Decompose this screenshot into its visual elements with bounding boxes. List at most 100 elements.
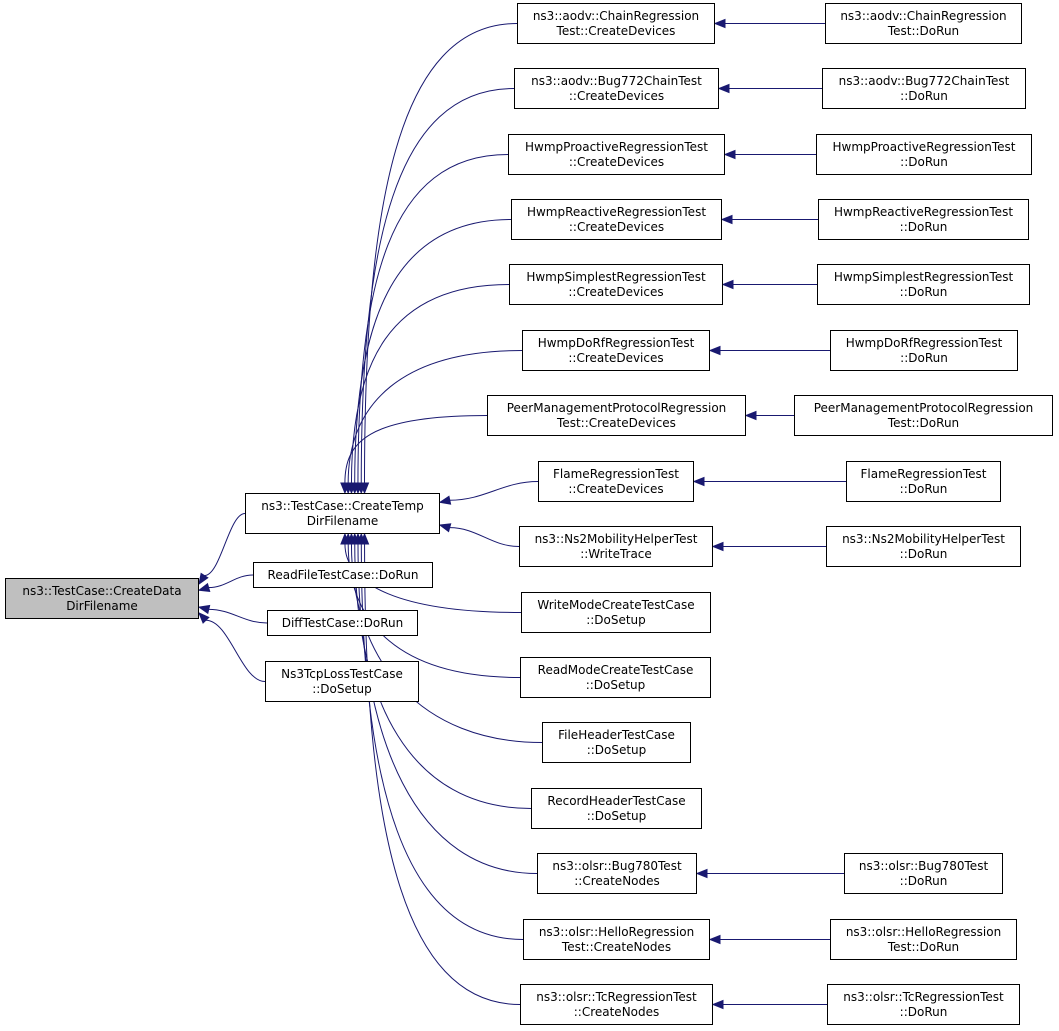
node-readfile-testcase-dorun[interactable]: ReadFileTestCase::DoRun <box>253 562 433 588</box>
node-hwmp-proactive-create-devices[interactable]: HwmpProactiveRegressionTest ::CreateDevi… <box>508 134 725 175</box>
node-label-line: HwmpSimplestRegressionTest <box>833 269 1014 284</box>
node-label-line: ReadModeCreateTestCase <box>537 662 694 677</box>
node-peer-management-dorun[interactable]: PeerManagementProtocolRegression Test::D… <box>794 395 1053 436</box>
edge-hwmp_reactive_cd-to-create_temp_dir <box>354 219 512 484</box>
node-label-line: Test::DoRun <box>887 415 960 430</box>
node-label-line: ::DoRun <box>899 1004 948 1019</box>
node-label-line: ns3::Ns2MobilityHelperTest <box>534 531 698 546</box>
arrowhead-aodv_bug772_run-to-aodv_bug772_cd <box>717 83 730 94</box>
node-aodv-bug772-dorun[interactable]: ns3::aodv::Bug772ChainTest ::DoRun <box>822 68 1026 109</box>
node-label-line: HwmpDoRfRegressionTest <box>845 335 1003 350</box>
node-label-line: ::DoRun <box>900 154 948 169</box>
node-writemode-create-dosetup[interactable]: WriteModeCreateTestCase ::DoSetup <box>521 592 711 633</box>
node-label-line: ns3::olsr::HelloRegression <box>845 924 1002 939</box>
edge-ns2mob_wt-to-create_temp_dir <box>449 527 520 547</box>
edge-diff_dorun-to-create_data_dir <box>208 608 268 624</box>
node-aodv-chain-regression-create-devices[interactable]: ns3::aodv::ChainRegression Test::CreateD… <box>517 3 715 44</box>
arrowhead-readfile_dorun-to-create_data_dir <box>197 582 211 592</box>
node-ns3-tcp-loss-testcase-dosetup[interactable]: Ns3TcpLossTestCase ::DoSetup <box>265 661 419 702</box>
node-label-line: ns3::olsr::TcRegressionTest <box>843 989 1004 1004</box>
arrowhead-peer_mgmt_cd-to-create_temp_dir <box>340 482 350 495</box>
arrowhead-create_temp_dir-to-create_data_dir <box>198 572 209 586</box>
node-aodv-bug772-create-devices[interactable]: ns3::aodv::Bug772ChainTest ::CreateDevic… <box>514 68 719 109</box>
node-label-line: ::WriteTrace <box>580 546 652 561</box>
node-label-line: ::DoSetup <box>312 681 372 696</box>
node-label-line: ::DoSetup <box>585 677 646 692</box>
node-create-data-dir-filename[interactable]: ns3::TestCase::CreateData DirFilename <box>5 578 199 619</box>
node-label-line: HwmpProactiveRegressionTest <box>525 139 708 154</box>
node-hwmp-dorf-dorun[interactable]: HwmpDoRfRegressionTest ::DoRun <box>830 330 1018 371</box>
arrowhead-hwmp_simplest_run-to-hwmp_simplest_cd <box>721 279 734 290</box>
node-label-line: ::DoRun <box>899 481 948 496</box>
edge-peer_mgmt_cd-to-create_temp_dir <box>344 415 488 484</box>
node-olsr-bug780-dorun[interactable]: ns3::olsr::Bug780Test ::DoRun <box>844 853 1003 894</box>
node-label-line: ::DoRun <box>899 873 948 888</box>
node-label-line: ::CreateDevices <box>568 481 664 496</box>
node-olsr-hello-create-nodes[interactable]: ns3::olsr::HelloRegression Test::CreateN… <box>523 919 710 960</box>
edge-recordheader_ds-to-create_temp_dir <box>354 543 532 809</box>
edge-aodv_bug772_cd-to-create_temp_dir <box>360 88 515 484</box>
node-label-line: ::DoSetup <box>586 808 647 823</box>
node-olsr-hello-dorun[interactable]: ns3::olsr::HelloRegression Test::DoRun <box>830 919 1017 960</box>
edge-hwmp_proactive_cd-to-create_temp_dir <box>357 154 509 484</box>
node-recordheader-dosetup[interactable]: RecordHeaderTestCase ::DoSetup <box>531 788 702 829</box>
node-label-line: ::CreateDevices <box>568 219 665 234</box>
arrowhead-ns2mob_wt-to-create_temp_dir <box>438 523 452 533</box>
node-label-line: WriteModeCreateTestCase <box>537 597 695 612</box>
node-ns2-mobility-dorun[interactable]: ns3::Ns2MobilityHelperTest ::DoRun <box>826 526 1021 567</box>
edge-create_temp_dir-to-create_data_dir <box>204 513 246 577</box>
node-aodv-chain-regression-dorun[interactable]: ns3::aodv::ChainRegression Test::DoRun <box>825 3 1022 44</box>
node-hwmp-reactive-create-devices[interactable]: HwmpReactiveRegressionTest ::CreateDevic… <box>511 199 722 240</box>
node-ns2-mobility-write-trace[interactable]: ns3::Ns2MobilityHelperTest ::WriteTrace <box>519 526 713 567</box>
node-olsr-tc-create-nodes[interactable]: ns3::olsr::TcRegressionTest ::CreateNode… <box>520 984 713 1025</box>
node-flame-regression-dorun[interactable]: FlameRegressionTest ::DoRun <box>846 461 1001 502</box>
node-label-line: ns3::TestCase::CreateData <box>22 583 182 598</box>
node-create-temp-dir-filename[interactable]: ns3::TestCase::CreateTemp DirFilename <box>245 493 440 534</box>
node-label-line: ::DoRun <box>900 350 948 365</box>
node-fileheader-dosetup[interactable]: FileHeaderTestCase ::DoSetup <box>542 722 691 763</box>
node-label-line: ::DoRun <box>899 219 948 234</box>
node-label-line: ::DoSetup <box>586 742 647 757</box>
arrowhead-hwmp_dorf_run-to-hwmp_dorf_cd <box>708 345 721 356</box>
node-label-line: Test::DoRun <box>887 939 960 954</box>
node-label-line: Test::DoRun <box>887 23 960 38</box>
node-diff-testcase-dorun[interactable]: DiffTestCase::DoRun <box>267 610 418 636</box>
node-label-line: DiffTestCase::DoRun <box>281 615 404 630</box>
arrowhead-olsr_tc_run-to-olsr_tc_cn <box>711 999 724 1010</box>
node-label-line: ns3::aodv::ChainRegression <box>840 8 1007 23</box>
node-label-line: Ns3TcpLossTestCase <box>281 666 403 681</box>
node-label-line: ns3::olsr::HelloRegression <box>538 924 695 939</box>
edge-aodv_chain_cd-to-create_temp_dir <box>364 23 518 484</box>
node-label-line: ns3::olsr::Bug780Test <box>858 858 989 873</box>
node-label-line: ns3::olsr::Bug780Test <box>552 858 682 873</box>
node-label-line: Test::CreateDevices <box>557 415 676 430</box>
node-label-line: ns3::aodv::Bug772ChainTest <box>531 73 702 88</box>
arrowhead-peer_mgmt_run-to-peer_mgmt_cd <box>744 410 757 421</box>
node-hwmp-proactive-dorun[interactable]: HwmpProactiveRegressionTest ::DoRun <box>816 134 1032 175</box>
node-label-line: HwmpDoRfRegressionTest <box>537 335 695 350</box>
node-label-line: HwmpProactiveRegressionTest <box>832 139 1016 154</box>
edge-olsr_tc_cn-to-create_temp_dir <box>364 543 521 1005</box>
node-label-line: ::CreateDevices <box>568 88 665 103</box>
node-label-line: DirFilename <box>306 513 379 528</box>
node-hwmp-dorf-create-devices[interactable]: HwmpDoRfRegressionTest ::CreateDevices <box>522 330 710 371</box>
node-hwmp-reactive-dorun[interactable]: HwmpReactiveRegressionTest ::DoRun <box>818 199 1029 240</box>
edge-flame_cd-to-create_temp_dir <box>449 481 539 501</box>
arrowhead-olsr_bug780_run-to-olsr_bug780_cn <box>695 868 708 879</box>
edge-tcploss_dosetup-to-create_data_dir <box>205 619 266 682</box>
node-label-line: HwmpSimplestRegressionTest <box>526 269 706 284</box>
node-label-line: ns3::Ns2MobilityHelperTest <box>842 531 1005 546</box>
node-hwmp-simplest-create-devices[interactable]: HwmpSimplestRegressionTest ::CreateDevic… <box>509 264 723 305</box>
node-readmode-create-dosetup[interactable]: ReadModeCreateTestCase ::DoSetup <box>520 657 711 698</box>
node-label-line: PeerManagementProtocolRegression <box>506 400 727 415</box>
node-hwmp-simplest-dorun[interactable]: HwmpSimplestRegressionTest ::DoRun <box>817 264 1030 305</box>
node-peer-management-create-devices[interactable]: PeerManagementProtocolRegression Test::C… <box>487 395 746 436</box>
node-flame-regression-create-devices[interactable]: FlameRegressionTest ::CreateDevices <box>538 461 694 502</box>
node-olsr-tc-dorun[interactable]: ns3::olsr::TcRegressionTest ::DoRun <box>827 984 1020 1025</box>
node-label-line: HwmpReactiveRegressionTest <box>833 204 1014 219</box>
node-olsr-bug780-create-nodes[interactable]: ns3::olsr::Bug780Test ::CreateNodes <box>537 853 697 894</box>
node-label-line: FlameRegressionTest <box>860 466 987 481</box>
node-label-line: ::DoRun <box>900 88 948 103</box>
